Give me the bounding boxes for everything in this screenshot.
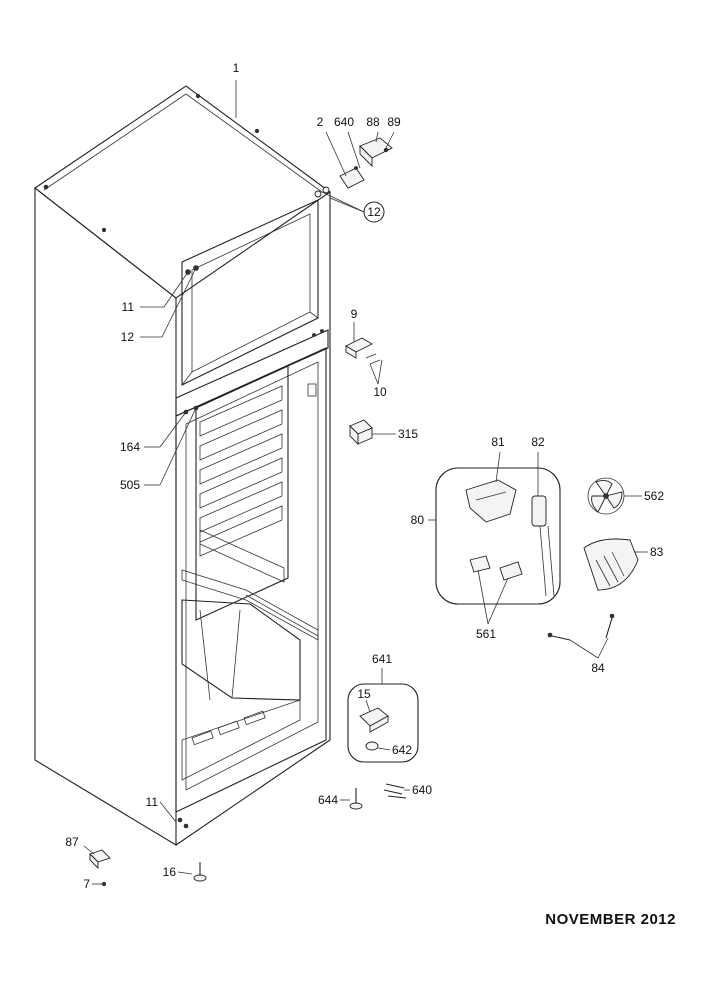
label-84: 84 xyxy=(591,661,605,675)
label-562: 562 xyxy=(644,489,664,503)
foot-16 xyxy=(193,862,207,882)
label-505: 505 xyxy=(120,478,140,492)
label-7: 7 xyxy=(83,877,90,891)
label-641: 641 xyxy=(372,652,392,666)
part-labels: 1 2 640 88 89 12 11 12 9 10 164 505 315 … xyxy=(65,61,664,891)
hinge-group-641 xyxy=(347,683,419,763)
label-10: 10 xyxy=(373,385,387,399)
label-80: 80 xyxy=(411,513,425,527)
bracket-87 xyxy=(89,849,111,887)
label-12-circled: 12 xyxy=(363,201,385,223)
label-12-circled-text: 12 xyxy=(367,205,381,219)
label-642: 642 xyxy=(392,743,412,757)
label-164: 164 xyxy=(120,440,140,454)
label-1: 1 xyxy=(233,61,240,75)
label-561: 561 xyxy=(476,627,496,641)
label-2: 2 xyxy=(317,115,324,129)
label-83: 83 xyxy=(650,545,664,559)
label-88: 88 xyxy=(366,115,380,129)
label-82: 82 xyxy=(531,435,545,449)
label-15: 15 xyxy=(357,687,371,701)
label-11-lower: 11 xyxy=(146,795,159,809)
label-89: 89 xyxy=(387,115,401,129)
label-81: 81 xyxy=(491,435,505,449)
label-12-left: 12 xyxy=(121,330,135,344)
leader-lines xyxy=(83,80,648,885)
label-11-upper: 11 xyxy=(122,300,135,314)
bracket-9 xyxy=(345,337,381,365)
label-640-top: 640 xyxy=(334,115,354,129)
fan-motor-group-80 xyxy=(435,467,561,605)
footer-date: NOVEMBER 2012 xyxy=(545,911,676,928)
top-hinge-parts xyxy=(314,137,393,198)
label-640-bottom: 640 xyxy=(412,783,432,797)
label-644: 644 xyxy=(318,793,338,807)
screws-84 xyxy=(547,613,615,641)
label-16: 16 xyxy=(163,865,177,879)
fan-shroud-83 xyxy=(583,538,639,591)
foot-644 xyxy=(349,788,363,810)
label-87: 87 xyxy=(65,835,79,849)
label-315: 315 xyxy=(398,427,418,441)
cabinet xyxy=(34,85,331,846)
switch-315 xyxy=(349,419,373,446)
fan-blade-562 xyxy=(587,477,625,515)
label-9: 9 xyxy=(351,307,358,321)
screws-640-bottom xyxy=(383,783,407,799)
